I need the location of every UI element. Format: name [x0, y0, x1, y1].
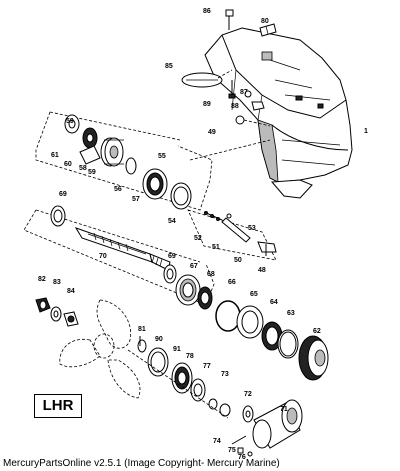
- callout-82: 82: [38, 276, 46, 283]
- callout-72: 72: [244, 391, 252, 398]
- callout-83: 83: [53, 279, 61, 286]
- callout-73: 73: [221, 371, 229, 378]
- callout-48: 48: [258, 267, 266, 274]
- callout-1: 1: [364, 128, 368, 135]
- callout-91: 91: [173, 346, 181, 353]
- callout-66: 66: [228, 279, 236, 286]
- callout-59: 59: [66, 118, 74, 125]
- pinion-group-drawing: [64, 114, 192, 210]
- callout-68: 68: [207, 271, 215, 278]
- callout-90: 90: [155, 336, 163, 343]
- callout-65: 65: [250, 291, 258, 298]
- callout-69-upper: 69: [59, 191, 67, 198]
- callout-58: 58: [79, 165, 87, 172]
- callout-71: 71: [280, 406, 288, 413]
- lhr-badge: LHR: [34, 394, 82, 418]
- callout-53: 53: [248, 225, 256, 232]
- callout-52: 52: [194, 235, 202, 242]
- callout-54: 54: [168, 218, 176, 225]
- bolt-86-drawing: [225, 9, 234, 30]
- callout-70: 70: [99, 253, 107, 260]
- callout-62: 62: [313, 328, 321, 335]
- callout-84: 84: [67, 288, 75, 295]
- callout-81: 81: [138, 326, 146, 333]
- callout-85: 85: [165, 63, 173, 70]
- callout-78: 78: [186, 353, 194, 360]
- small-parts-89-87-88-49: [228, 80, 271, 127]
- callout-50: 50: [234, 257, 242, 264]
- callout-64: 64: [270, 299, 278, 306]
- callout-80: 80: [261, 18, 269, 25]
- callout-76: 76: [238, 454, 246, 461]
- copyright-footer: MercuryPartsOnline v2.5.1 (Image Copyrig…: [3, 458, 280, 469]
- propeller-shaft-70-drawing: [74, 227, 171, 271]
- callout-75: 75: [228, 447, 236, 454]
- callout-55: 55: [158, 153, 166, 160]
- callout-86: 86: [203, 8, 211, 15]
- bracket-80-drawing: [259, 23, 277, 37]
- housing-leader-line: [189, 139, 271, 161]
- ring-69-upper-drawing: [50, 205, 66, 227]
- callout-59b: 59: [88, 169, 96, 176]
- callout-51: 51: [212, 244, 220, 251]
- callout-labels: 86 80 85 89 87 88 49 1 59 58 61 60 56 55…: [38, 8, 368, 461]
- rear-bearing-group-drawing: [127, 336, 231, 419]
- callout-87: 87: [240, 89, 248, 96]
- callout-88: 88: [231, 103, 239, 110]
- callout-61: 61: [51, 152, 59, 159]
- bearing-67-68-drawing: [163, 264, 213, 310]
- upper-group-outline: [35, 111, 213, 211]
- bearing-carrier-71-drawing: [231, 399, 303, 457]
- callout-69-lower: 69: [168, 253, 176, 260]
- gear-set-62-66-drawing: [215, 300, 329, 381]
- plate-85-drawing: [181, 69, 233, 88]
- callout-63: 63: [287, 310, 295, 317]
- callout-67: 67: [190, 263, 198, 270]
- callout-49: 49: [208, 129, 216, 136]
- callout-74: 74: [213, 438, 221, 445]
- prop-nut-82-84-drawing: [35, 297, 79, 327]
- gear-housing-drawing: [204, 27, 353, 199]
- propshaft-group-outline-top: [35, 209, 201, 263]
- callout-57: 57: [132, 196, 140, 203]
- propeller-outline: [59, 299, 141, 399]
- callout-89: 89: [203, 101, 211, 108]
- callout-56: 56: [114, 186, 122, 193]
- callout-77: 77: [203, 363, 211, 370]
- shift-linkage-drawing: [187, 209, 277, 261]
- callout-60: 60: [64, 161, 72, 168]
